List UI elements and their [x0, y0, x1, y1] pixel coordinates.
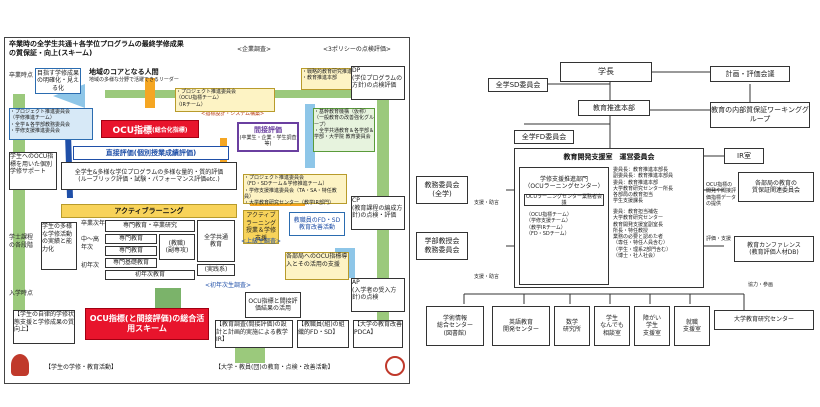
- direct-eval-box: 直接評価(個別授業成績評価): [73, 146, 229, 160]
- univ-edu-center-box: 大学教育研究センター: [714, 310, 814, 330]
- faculty-committee-box: 学部教授会 教務委員会: [416, 232, 468, 260]
- indirect-eval-title: <指標設計・システム構築>: [201, 111, 265, 117]
- english-center-box: 英語教育 開発センター: [492, 306, 550, 346]
- self-learn-box: 【学生の自律的学修状態支援と学修成果の質向上】: [13, 310, 75, 344]
- members-text: 委員長：教育推進本部長 副委員長：教育推進本部員 委員：教育推進本部 大学教育研…: [613, 167, 674, 205]
- teacher-sys-box: 【教職員(組)の組織的FD・SD】: [297, 320, 349, 348]
- academic-affairs-box: 教務委員会 (全学): [416, 176, 468, 204]
- grade4-label: 卒業次年: [81, 220, 106, 227]
- right-diagram: 学長 計画・評価会議 全学SD委員会 教育推進本部 教育の内部質保証ワーキンググ…: [414, 60, 816, 360]
- left-title: 卒業時の全学生共通＋各学位プログラムの最終学修成果の質保証・向上(スキーム): [9, 40, 184, 57]
- dev-support-title: 教育開発支援室 運営委員会: [563, 153, 655, 161]
- ocu-use-box: OCU指標と間接評価結果の活用: [245, 292, 301, 318]
- fd-committee-box: ・プロジェクト推進委員会 （FD・SDチーム＆学修推進チーム） ・学修支援推進委…: [243, 174, 347, 206]
- mascot-icon: [11, 354, 29, 376]
- student-consult-box: 学生 なんでも 相談室: [594, 306, 630, 346]
- staff-ocu-box: 各部局へのOCU指標導入とその活用の支援: [285, 252, 349, 280]
- dp-policy-label: <3ポリシーの点検評価>: [323, 46, 391, 53]
- regional-core-label: 地域のコアとなる人間: [89, 68, 159, 76]
- cell-prof1: 専門教育: [105, 234, 157, 244]
- learning-dept-title: 学修支援推進部門 （OCUラーニングセンター）: [524, 175, 604, 191]
- cp-box: CP (教育課程の編成方針)の点検・評価: [351, 196, 405, 230]
- regional-core-sub: 地域の多様な分野で活躍できるリーダー: [89, 77, 179, 83]
- strategy-dept-box: ・戦略的教育研究推進機構 ・教育推進本部: [301, 68, 367, 90]
- teams-label: （OCU指標チーム） （学修支援チーム） （教学IRチーム） （FD・SDチーム…: [526, 212, 572, 237]
- active-learning-bar: アクティブラーニング: [61, 204, 237, 218]
- plan-eval-box: 計画・評価会議: [710, 66, 790, 82]
- initial-survey-label: <初年次生調査>: [205, 282, 252, 289]
- cell-first: 初年次教育: [105, 270, 195, 280]
- dev-support-outer: 教育開発支援室 運営委員会 学修支援推進部門 （OCUラーニングセンター） OC…: [514, 148, 704, 288]
- ap-box: AP (入学者の受入方針)の点検: [351, 278, 405, 312]
- disability-box: 障がい 学生 支援室: [634, 306, 670, 346]
- corp-survey-label: <企業調査>: [237, 46, 272, 53]
- all-fd-box: 全学FD委員会: [514, 130, 574, 144]
- ir-office-box: IR室: [724, 148, 764, 164]
- internal-qa-box: 教育の内部質保証ワーキンググループ: [710, 102, 810, 128]
- president-box: 学長: [560, 62, 652, 82]
- cell-prof3: 専門基礎教育: [105, 258, 157, 268]
- left-diagram: 卒業時の全学生共通＋各学位プログラムの最終学修成果の質保証・向上(スキーム) 卒…: [4, 37, 410, 384]
- active-box: アクティブラーニング授業＆学修支援: [243, 210, 279, 244]
- edu-promotion-box: 教育推進本部: [578, 100, 650, 116]
- project-committee-box: ・プロジェクト推進委員会 （OCU指標チーム） （IRチーム）: [175, 88, 275, 112]
- cell-global: 全学共通 教育: [197, 220, 235, 262]
- support-note-1: 支援・助言: [474, 200, 500, 206]
- each-dept-qa-box: 各部局の教育の 質保証関連委員会: [738, 172, 814, 202]
- edu-survey-box: 【教育調査(間接評価)の設計と計画的実施による教学IR】: [215, 320, 293, 348]
- learning-visible-box: 目指す学修成果の明確化・見える化: [35, 68, 81, 94]
- ocu-bottom-box: OCU指標(と間接評価)の総合活用スキーム: [85, 308, 209, 340]
- cell-sub: (教職) (副専攻): [159, 234, 195, 260]
- basic-edu-box: ・基幹教育機構（仮称） （一般教育の改善強化グループ） ・全学共通教育＆各学部＆…: [313, 108, 375, 152]
- student-support-box: 学生へのOCU指標を用いた個別学修サポート: [9, 152, 57, 190]
- cell-practice: (実践系): [197, 264, 235, 276]
- student-activity-box: 学生の多様な学修活動の実績と能力化: [41, 222, 77, 270]
- academic-dept-label: 学士課程の各段階: [9, 234, 34, 249]
- footer-right: 【大学・教員(団)の教育・点検・改善活動】: [215, 364, 334, 371]
- left-committees-box: ・プロジェクト推進委員会 （学修推進チーム） ・全学＆各学部教務委員会 ・学修支…: [9, 108, 93, 140]
- ocu-indicator-title: OCU指標: [112, 125, 153, 136]
- grade1-label: 初年次: [81, 262, 100, 269]
- members2-text: 委員：教育担当補佐 大学教育研究センター 教育開発支援室副室長 所長・特任教授 …: [613, 209, 672, 259]
- grade3-label: 中～高年次: [81, 236, 100, 251]
- support-note-2: 支援・助言: [474, 274, 500, 280]
- indirect-eval-box: 間接評価 (卒業生・企業・学生調査等): [237, 122, 299, 152]
- ocu-indicator-sub: (総合化指標): [152, 126, 188, 134]
- teachers-fd-box: 教職員のFD・SD 教育改善活動: [289, 212, 345, 236]
- all-sd-box: 全学SD委員会: [488, 78, 548, 92]
- cell-specialized: 専門教育・卒業研究: [105, 220, 195, 232]
- eval-support-label: 評価・支援: [706, 236, 732, 242]
- graduation-time-label: 卒業時点: [9, 72, 34, 79]
- indirect-eval-title: 間接評価: [254, 126, 282, 135]
- edu-conference-box: 教育カンファレンス (教育評価人材DB): [734, 236, 814, 262]
- footer-left: 【学生の学修・教育活動】: [45, 364, 118, 371]
- ocu-learning-box: OCUラーニングセンター業務者会議: [524, 193, 604, 206]
- diverse-eval-box: 全学生&多様な学位プログラムの多様な量的・質的評価 (ルーブリック評価・試験・パ…: [61, 162, 237, 190]
- uni-pdca-box: 【大学の教育改善PDCA】: [353, 320, 403, 348]
- logo-icon: [385, 356, 405, 376]
- career-box: 就職 支援室: [674, 306, 710, 346]
- coop-note: 協力・参画: [748, 282, 774, 288]
- staff-ocu-sub: <上級生調査>: [241, 238, 282, 245]
- indirect-eval-sub: (卒業生・企業・学生調査等): [239, 135, 297, 148]
- entrance-point-label: 入学時点: [9, 290, 34, 297]
- learning-dept-box: 学修支援推進部門 （OCUラーニングセンター） OCUラーニングセンター業務者会…: [519, 167, 609, 285]
- ocu-indicator-box: OCU指標(総合化指標): [101, 120, 199, 138]
- dp-box: DP (学位プログラムの方針)の点検評価: [351, 66, 405, 100]
- cell-prof2: 専門教育: [105, 246, 157, 256]
- math-center-box: 数学 研究所: [554, 306, 590, 346]
- ir-note-label: OCU指標の開発や間接評価指標データの提供: [706, 182, 737, 207]
- info-center-box: 学術情報 総合センター (図書館): [426, 306, 484, 346]
